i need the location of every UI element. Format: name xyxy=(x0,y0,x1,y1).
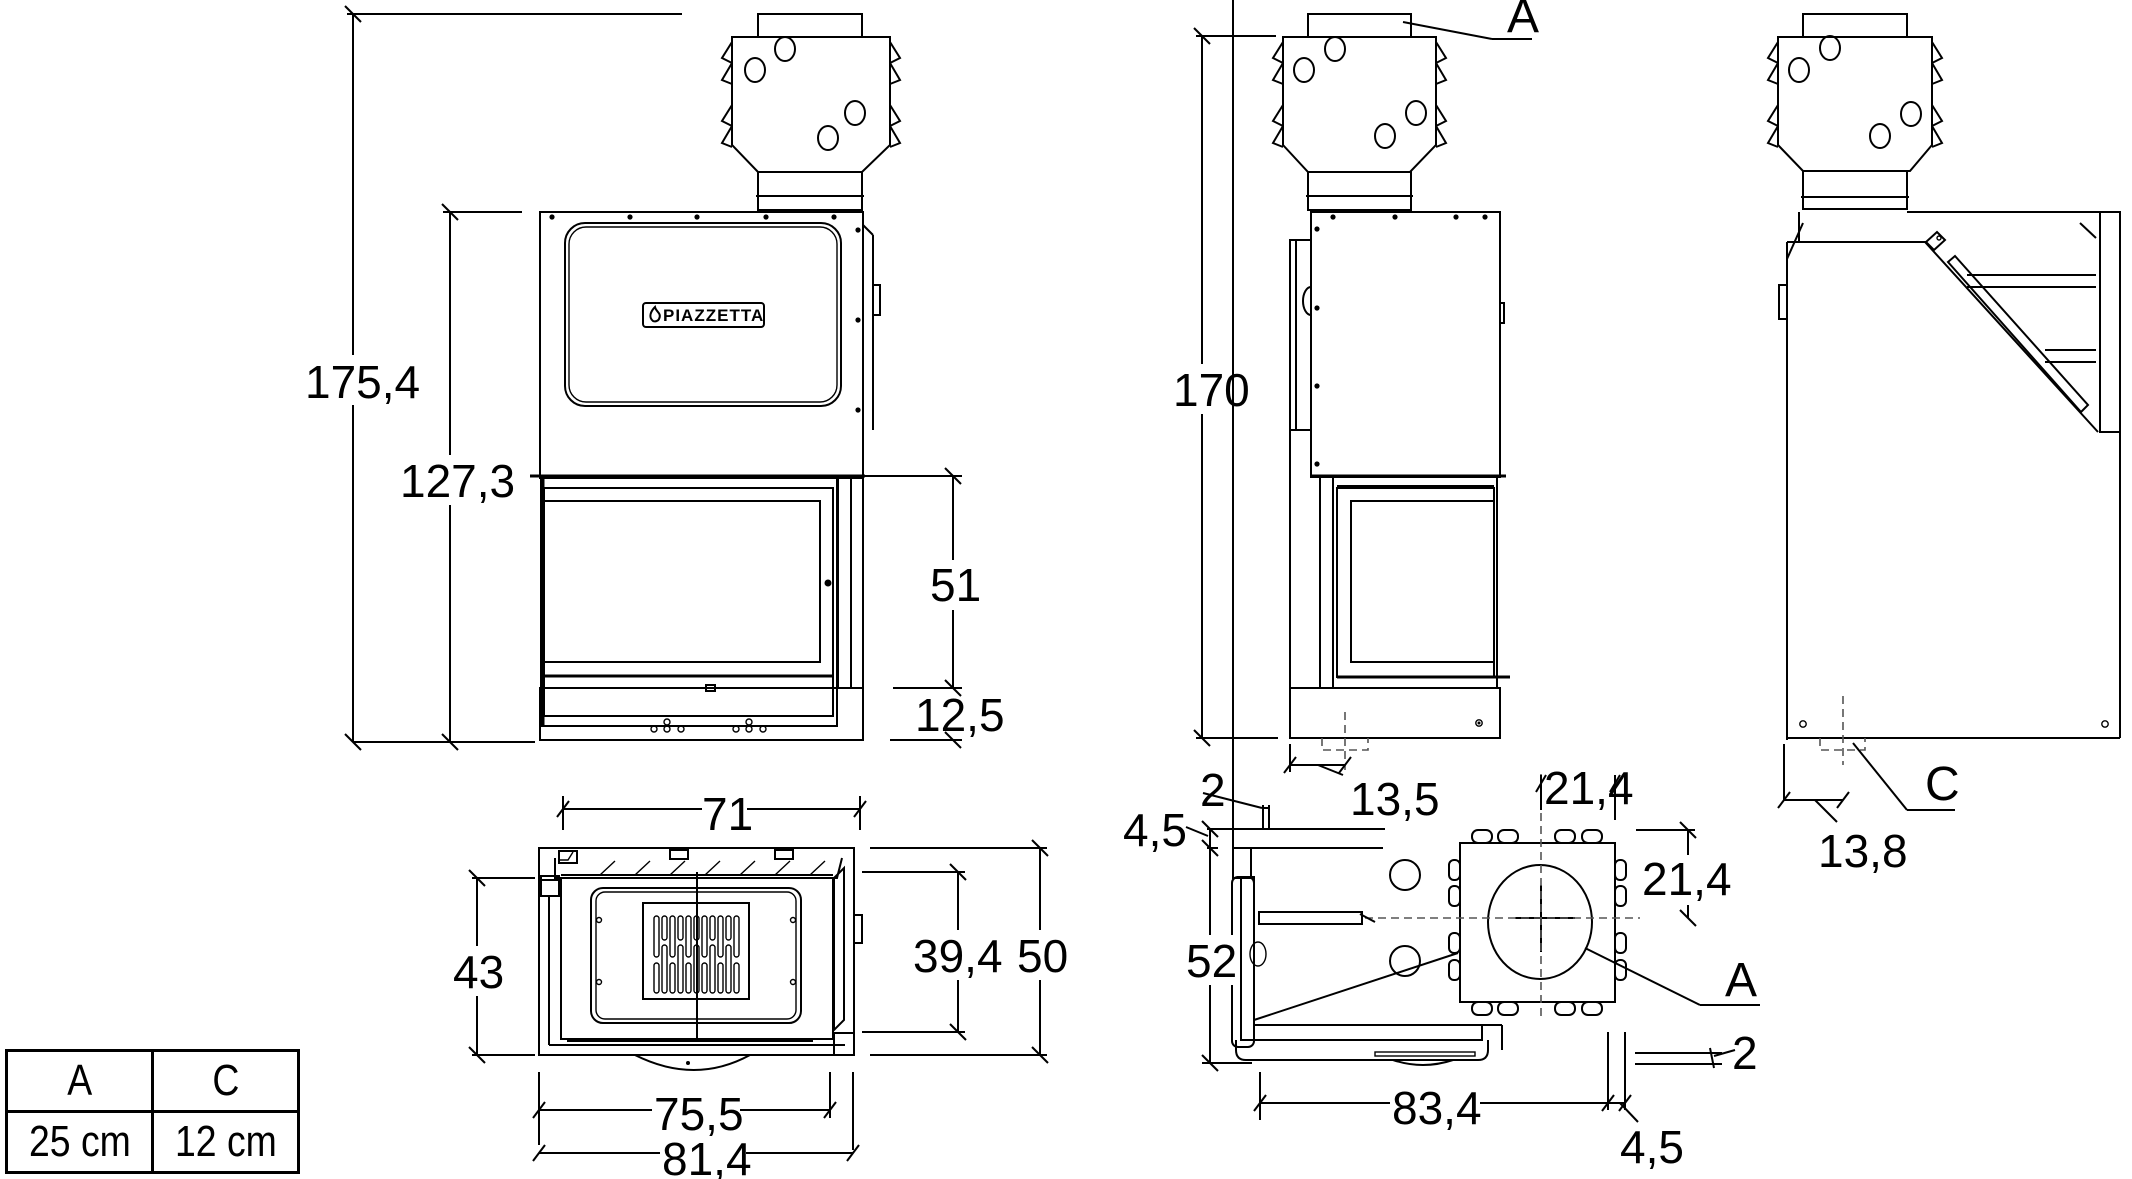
dim-label-21-4-y: 21,4 xyxy=(1642,853,1732,905)
plan-view-top: A 4,5 2 21,4 xyxy=(1123,0,1760,1173)
legend-value-a: 25 cm xyxy=(5,1110,154,1174)
label-a: A xyxy=(1507,0,1539,43)
logo-text: PIAZZETTA xyxy=(663,306,764,325)
legend-value-c-text: 12 cm xyxy=(174,1117,277,1166)
dim-81-4: 81,4 xyxy=(532,1133,860,1179)
dim-label-21-4-x: 21,4 xyxy=(1544,762,1634,814)
dim-83-4: 83,4 xyxy=(1253,1032,1615,1134)
front-screws xyxy=(549,214,861,413)
side-label-a: A xyxy=(1402,0,1539,43)
dim-label-170: 170 xyxy=(1173,364,1250,416)
dim-50: 50 xyxy=(870,839,1075,1064)
side-flue-box xyxy=(1271,13,1448,211)
dim-75-5: 75,5 xyxy=(532,1072,854,1150)
front-base xyxy=(539,687,864,741)
front-hood-panel xyxy=(564,222,842,407)
label-a-plan: A xyxy=(1725,954,1757,1007)
plan-view-front: 71 43 39,4 50 xyxy=(450,788,1075,1179)
side-upper-body xyxy=(1310,211,1501,478)
legend-table: A C 25 cm 12 cm xyxy=(5,1049,300,1174)
dim-52: 52 xyxy=(1185,848,1252,1072)
plan-flue-box xyxy=(1459,842,1616,1003)
dim-4-5-left: 4,5 xyxy=(1123,804,1385,857)
dim-label-75-5: 75,5 xyxy=(654,1088,744,1140)
dim-2-right: 2 xyxy=(1635,1027,1758,1079)
dim-label-51: 51 xyxy=(930,559,981,611)
dim-total-height: 175,4 xyxy=(300,5,682,751)
dim-label-4-5-right: 4,5 xyxy=(1620,1121,1684,1173)
plan-flue-outlet xyxy=(1487,864,1593,980)
dim-label-2-top: 2 xyxy=(1200,764,1226,816)
legend-header-a: A xyxy=(5,1049,154,1113)
front-upper-body xyxy=(539,211,864,479)
dim-label-13-8: 13,8 xyxy=(1818,825,1908,877)
legend-header-c: C xyxy=(151,1049,300,1113)
rear-side-view: C 13,8 xyxy=(1766,13,2121,877)
legend-header-a-text: A xyxy=(67,1056,92,1105)
dim-4-5-right: 4,5 xyxy=(1608,1032,1684,1173)
dim-39-4: 39,4 xyxy=(862,863,1003,1041)
side-view: A 170 13,5 xyxy=(1170,0,1539,825)
flame-icon xyxy=(649,304,661,323)
plan-door-swing xyxy=(634,1054,751,1071)
legend-value-row: 25 cm 12 cm xyxy=(5,1110,300,1174)
dim-label-39-4: 39,4 xyxy=(913,930,1003,982)
dim-label-12-5: 12,5 xyxy=(915,689,1005,741)
front-view: PIAZZETTA 175,4 xyxy=(300,5,1005,751)
piazzetta-logo: PIAZZETTA xyxy=(642,302,765,328)
legend-value-a-text: 25 cm xyxy=(28,1117,131,1166)
dim-label-50: 50 xyxy=(1017,930,1068,982)
side-screws xyxy=(1314,214,1488,467)
dim-label-4-5-left: 4,5 xyxy=(1123,804,1187,856)
side-base xyxy=(1289,687,1501,739)
front-flue-box xyxy=(720,13,902,211)
label-c: C xyxy=(1925,758,1960,811)
dim-71: 71 xyxy=(556,788,867,840)
dim-label-43: 43 xyxy=(453,946,504,998)
dim-label-83-4: 83,4 xyxy=(1392,1082,1482,1134)
legend-header-c-text: C xyxy=(211,1056,240,1105)
rear-label-c: C xyxy=(1852,742,1960,811)
dim-label-52: 52 xyxy=(1186,935,1237,987)
rear-flue-box xyxy=(1766,13,1944,210)
front-vent-holes xyxy=(650,718,767,733)
dim-glass-height: 51 xyxy=(865,467,981,697)
dim-170: 170 xyxy=(1170,27,1278,747)
dim-13-8: 13,8 xyxy=(1777,744,1908,877)
dim-2-top: 2 xyxy=(1200,764,1270,829)
plan-flue-nipples xyxy=(1448,829,1627,1016)
dim-base-height: 12,5 xyxy=(890,689,1005,749)
dim-label-127-3: 127,3 xyxy=(400,455,515,507)
dim-label-81-4: 81,4 xyxy=(662,1133,752,1179)
dim-13-5: 13,5 xyxy=(1283,744,1440,825)
dim-body-height: 127,3 xyxy=(353,203,535,751)
legend-header-row: A C xyxy=(5,1049,300,1113)
dim-label-71: 71 xyxy=(702,788,753,840)
side-glass-door xyxy=(1336,487,1495,678)
dim-21-4-x: 21,4 xyxy=(1535,762,1634,820)
dim-label-175-4: 175,4 xyxy=(305,356,420,408)
legend-value-c: 12 cm xyxy=(151,1110,300,1174)
door-handle xyxy=(824,579,832,587)
dim-label-2-right: 2 xyxy=(1732,1027,1758,1079)
rear-hood-slope xyxy=(1798,212,2099,433)
dim-43: 43 xyxy=(450,869,535,1064)
plan-label-a: A xyxy=(1584,947,1760,1007)
dim-21-4-y: 21,4 xyxy=(1636,821,1735,927)
dim-label-13-5: 13,5 xyxy=(1350,773,1440,825)
